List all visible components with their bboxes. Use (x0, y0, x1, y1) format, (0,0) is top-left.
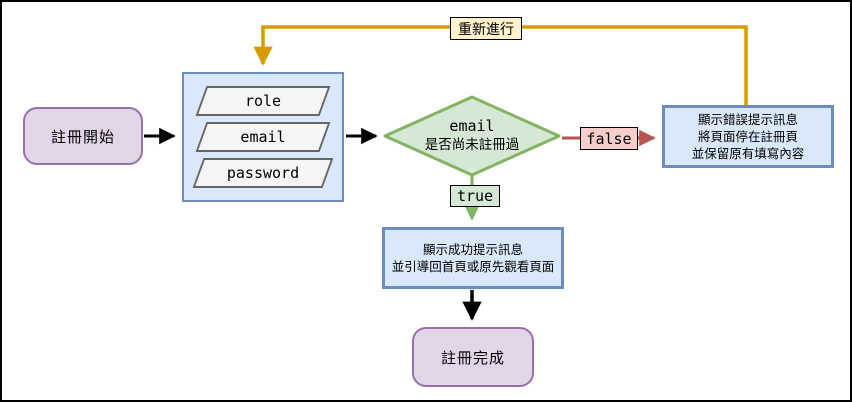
true-edge-label-text: true (456, 187, 494, 205)
success-message-line: 顯示成功提示訊息 (422, 242, 523, 257)
success-message-line: 並引導回首頁或原先觀看頁面 (391, 259, 555, 274)
retry-edge-label: 重新進行 (450, 17, 522, 40)
input-password-label: password (226, 164, 300, 182)
input-role-label: role (244, 92, 282, 110)
input-email-label: email (240, 128, 286, 146)
false-edge-label-text: false (586, 129, 632, 148)
error-message-line: 顯示錯誤提示訊息 (697, 112, 798, 127)
success-message-box: 顯示成功提示訊息 並引導回首頁或原先觀看頁面 (382, 227, 564, 289)
input-parallelogram-email: email (195, 122, 331, 152)
input-parallelogram-role: role (195, 86, 331, 116)
decision-text: email 是否尚未註冊過 (425, 117, 520, 154)
retry-edge-label-text: 重新進行 (458, 21, 514, 38)
diamond-shape (383, 95, 561, 177)
decision-question: 是否尚未註冊過 (424, 136, 520, 153)
true-edge-label: true (450, 185, 500, 207)
error-message-line: 將頁面停在註冊頁 (697, 129, 798, 144)
end-node: 註冊完成 (412, 327, 534, 387)
error-message-line: 並保留原有填寫內容 (691, 146, 805, 161)
start-node: 註冊開始 (23, 107, 143, 165)
input-parallelogram-password: password (192, 158, 334, 188)
decision-title: email (449, 117, 495, 136)
false-edge-label: false (580, 127, 638, 150)
start-node-label: 註冊開始 (50, 127, 115, 146)
end-node-label: 註冊完成 (440, 348, 505, 367)
decision-diamond: email 是否尚未註冊過 (383, 95, 561, 177)
error-message-box: 顯示錯誤提示訊息 將頁面停在註冊頁 並保留原有填寫內容 (662, 105, 834, 168)
input-fields-group: role email password (182, 72, 344, 202)
